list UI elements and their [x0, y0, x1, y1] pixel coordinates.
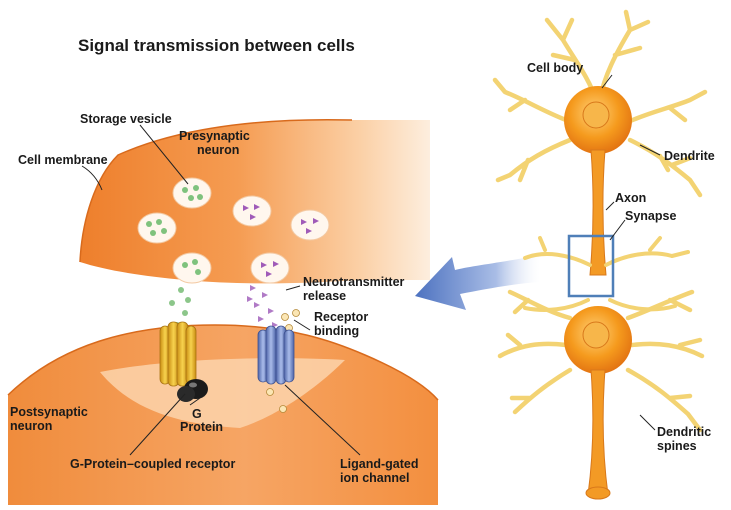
- axon: [589, 149, 607, 276]
- label-cell-body: Cell body: [527, 61, 584, 75]
- label-storage-vesicle: Storage vesicle: [80, 112, 172, 126]
- label-synapse: Synapse: [625, 209, 677, 223]
- magnify-arrow: [415, 255, 540, 310]
- label-postsynaptic-line1: Postsynaptic: [10, 405, 88, 419]
- label-gpcr: G-Protein–coupled receptor: [70, 457, 236, 471]
- label-presynaptic-line2: neuron: [197, 143, 240, 157]
- label-receptor-binding-line1: Receptor: [314, 310, 369, 324]
- label-ligand-gated-line2: ion channel: [340, 471, 410, 485]
- leader-lines: [81, 74, 661, 456]
- full-neuron-illustration: [492, 9, 708, 500]
- label-neurotransmitter-line1: Neurotransmitter: [303, 275, 405, 289]
- diagram-title: Signal transmission between cells: [78, 36, 355, 55]
- g-protein-coupled-receptor: [159, 321, 197, 387]
- synapse-highlight-box: [567, 234, 615, 298]
- label-g-protein-line2: Protein: [180, 420, 224, 434]
- vesicle-purple-3: [250, 252, 290, 284]
- label-neurotransmitter-line2: release: [303, 289, 347, 303]
- label-dendritic-spines-line1: Dendritic: [657, 425, 712, 439]
- vesicle-purple-1: [232, 195, 272, 227]
- released-purple-molecules: [247, 285, 278, 328]
- label-cell-membrane: Cell membrane: [18, 153, 108, 167]
- label-presynaptic-line1: Presynaptic: [179, 129, 250, 143]
- vesicle-green-2: [137, 212, 177, 244]
- upper-dendrites: [492, 9, 708, 198]
- label-dendritic-spines-line2: spines: [657, 439, 697, 453]
- ligand-gated-ion-channel: [257, 325, 295, 385]
- label-ligand-gated-line1: Ligand-gated: [340, 457, 419, 471]
- label-receptor-binding-line2: binding: [314, 324, 360, 338]
- vesicle-purple-2: [290, 209, 330, 241]
- storage-vesicle: [172, 177, 212, 209]
- vesicle-green-3: [172, 252, 212, 284]
- label-axon: Axon: [615, 191, 647, 205]
- label-g-protein-line1: G: [192, 407, 202, 421]
- label-postsynaptic-line2: neuron: [10, 419, 53, 433]
- label-dendrite: Dendrite: [664, 149, 715, 163]
- lower-dendrites: [497, 289, 705, 433]
